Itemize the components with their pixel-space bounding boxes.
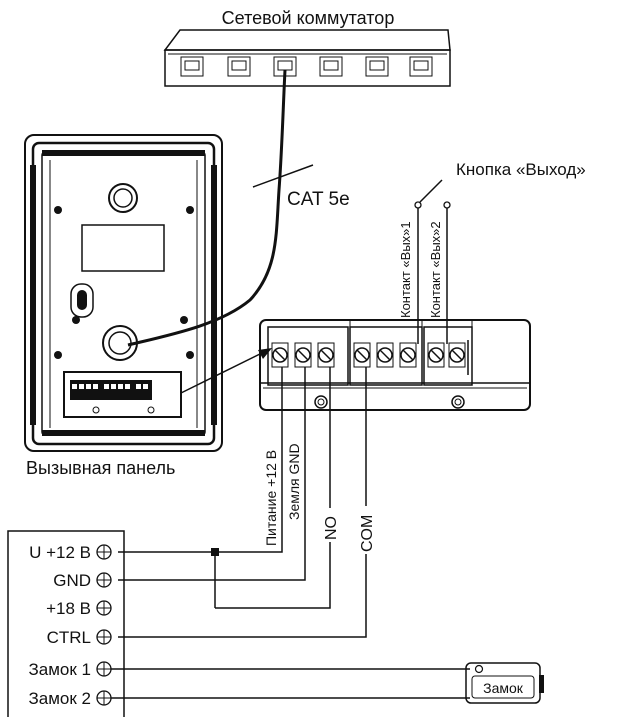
network-switch-label: Сетевой коммутатор bbox=[222, 8, 395, 28]
terminal-screw-icon bbox=[294, 342, 312, 368]
terminal-screw-icon bbox=[96, 629, 112, 645]
terminal-screw-icon bbox=[376, 342, 394, 368]
call-panel-label: Вызывная панель bbox=[26, 458, 175, 478]
exit-button bbox=[414, 179, 451, 209]
no-label: NO bbox=[323, 516, 340, 540]
exit-contact-1-label: Контакт «Вых»1 bbox=[398, 221, 413, 318]
ground-label: Земля GND bbox=[286, 443, 302, 520]
wire-junction bbox=[211, 548, 219, 556]
terminal-screw-icon bbox=[96, 544, 112, 560]
terminal-label: GND bbox=[53, 571, 91, 590]
ethernet-port-icon bbox=[180, 56, 204, 77]
terminal-label: U +12 В bbox=[29, 543, 91, 562]
cable-label: CAT 5e bbox=[287, 189, 350, 210]
terminal-screw-icon bbox=[96, 600, 112, 616]
terminal-label: Замок 2 bbox=[29, 689, 91, 708]
power-12v-label: Питание +12 В bbox=[263, 450, 279, 546]
wire-power-12v bbox=[215, 367, 283, 553]
terminal-screw-icon bbox=[448, 342, 466, 368]
lock bbox=[465, 662, 544, 704]
com-label: COM bbox=[359, 515, 376, 552]
terminal-screw-icon bbox=[317, 342, 335, 368]
wire-com bbox=[118, 367, 367, 638]
terminal-screw-icon bbox=[427, 342, 445, 368]
power-unit-terminals: U +12 В GND +18 В CTRL Замок 1 Замок 2 bbox=[29, 543, 112, 708]
terminal-screw-icon bbox=[399, 342, 417, 368]
terminal-screw-icon bbox=[271, 342, 289, 368]
terminal-label: +18 В bbox=[46, 599, 91, 618]
ethernet-port-icon bbox=[227, 56, 251, 77]
power-unit bbox=[7, 530, 125, 717]
terminal-screw-icon bbox=[353, 342, 371, 368]
terminal-screw-icon bbox=[96, 690, 112, 706]
zoom-pointer bbox=[180, 349, 269, 394]
terminal-block-enlarged bbox=[259, 319, 531, 411]
wire-ground bbox=[118, 367, 306, 581]
terminal-screw-icon bbox=[96, 661, 112, 677]
ethernet-port-icon bbox=[319, 56, 343, 77]
exit-contact-2-label: Контакт «Вых»2 bbox=[428, 221, 443, 318]
ethernet-port-icon bbox=[409, 56, 433, 77]
terminal-screw-icon bbox=[96, 572, 112, 588]
terminal-label: Замок 1 bbox=[29, 660, 91, 679]
wire-no bbox=[215, 367, 331, 609]
exit-button-label: Кнопка «Выход» bbox=[456, 160, 586, 179]
cat5e-cable bbox=[127, 69, 287, 347]
terminal-label: CTRL bbox=[47, 628, 91, 647]
ethernet-port-icon bbox=[365, 56, 389, 77]
cable-marker bbox=[252, 164, 314, 188]
call-panel bbox=[24, 134, 223, 452]
network-switch bbox=[163, 29, 451, 87]
lock-label: Замок bbox=[483, 680, 524, 696]
